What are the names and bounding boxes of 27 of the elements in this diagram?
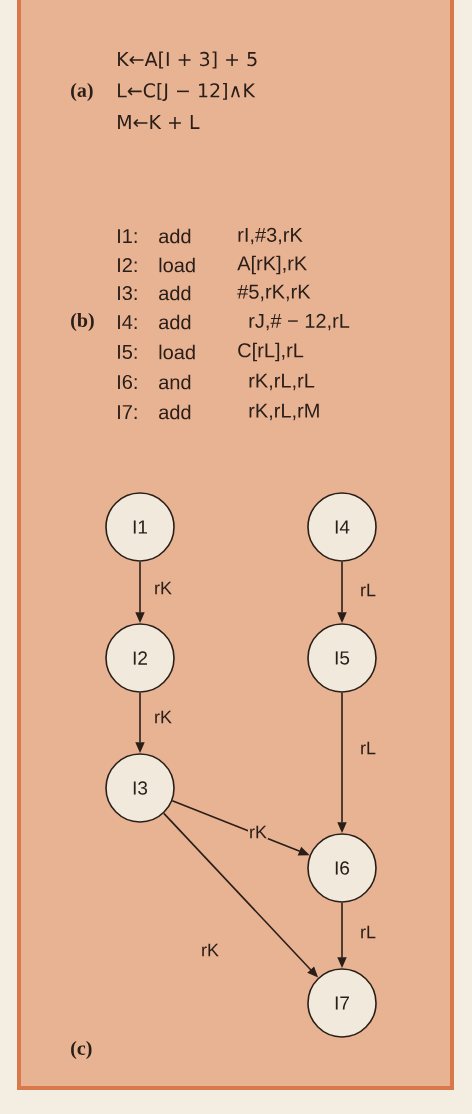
code-text: add xyxy=(159,314,191,330)
formula-line: K←A[I + 3] + 5 xyxy=(118,51,257,69)
code-text: rJ,# − 12,rL xyxy=(249,313,350,331)
code-text: #5,rK,rK xyxy=(237,284,311,302)
code-text: I1: xyxy=(118,229,137,243)
code-text: and xyxy=(159,374,191,390)
code-text: add xyxy=(159,228,191,244)
panel-letter: (c) xyxy=(71,1040,92,1060)
code-text: rK,rL,rL xyxy=(249,373,315,391)
formula-line: L←C[J − 12]∧K xyxy=(118,82,256,102)
code-text: C[rL],rL xyxy=(238,342,304,362)
code-text: load xyxy=(159,344,195,360)
code-text: A[rK],rK xyxy=(237,255,307,275)
code-text: rK,rL,rM xyxy=(249,403,319,421)
code-text: I2: xyxy=(118,258,137,272)
code-text: add xyxy=(159,404,191,420)
code-text: load xyxy=(159,257,195,273)
panel-letter: (a) xyxy=(71,82,93,102)
code-text: I4: xyxy=(118,315,137,329)
code-text: add xyxy=(159,285,191,301)
code-text: rI,#3,rK xyxy=(238,227,303,245)
code-text: I3: xyxy=(118,285,137,301)
code-text: I6: xyxy=(118,374,137,390)
code-text: I5: xyxy=(118,345,137,359)
code-text: I7: xyxy=(118,405,137,419)
panel-letter: (b) xyxy=(71,312,94,332)
formula-line: M←K + L xyxy=(118,115,200,129)
